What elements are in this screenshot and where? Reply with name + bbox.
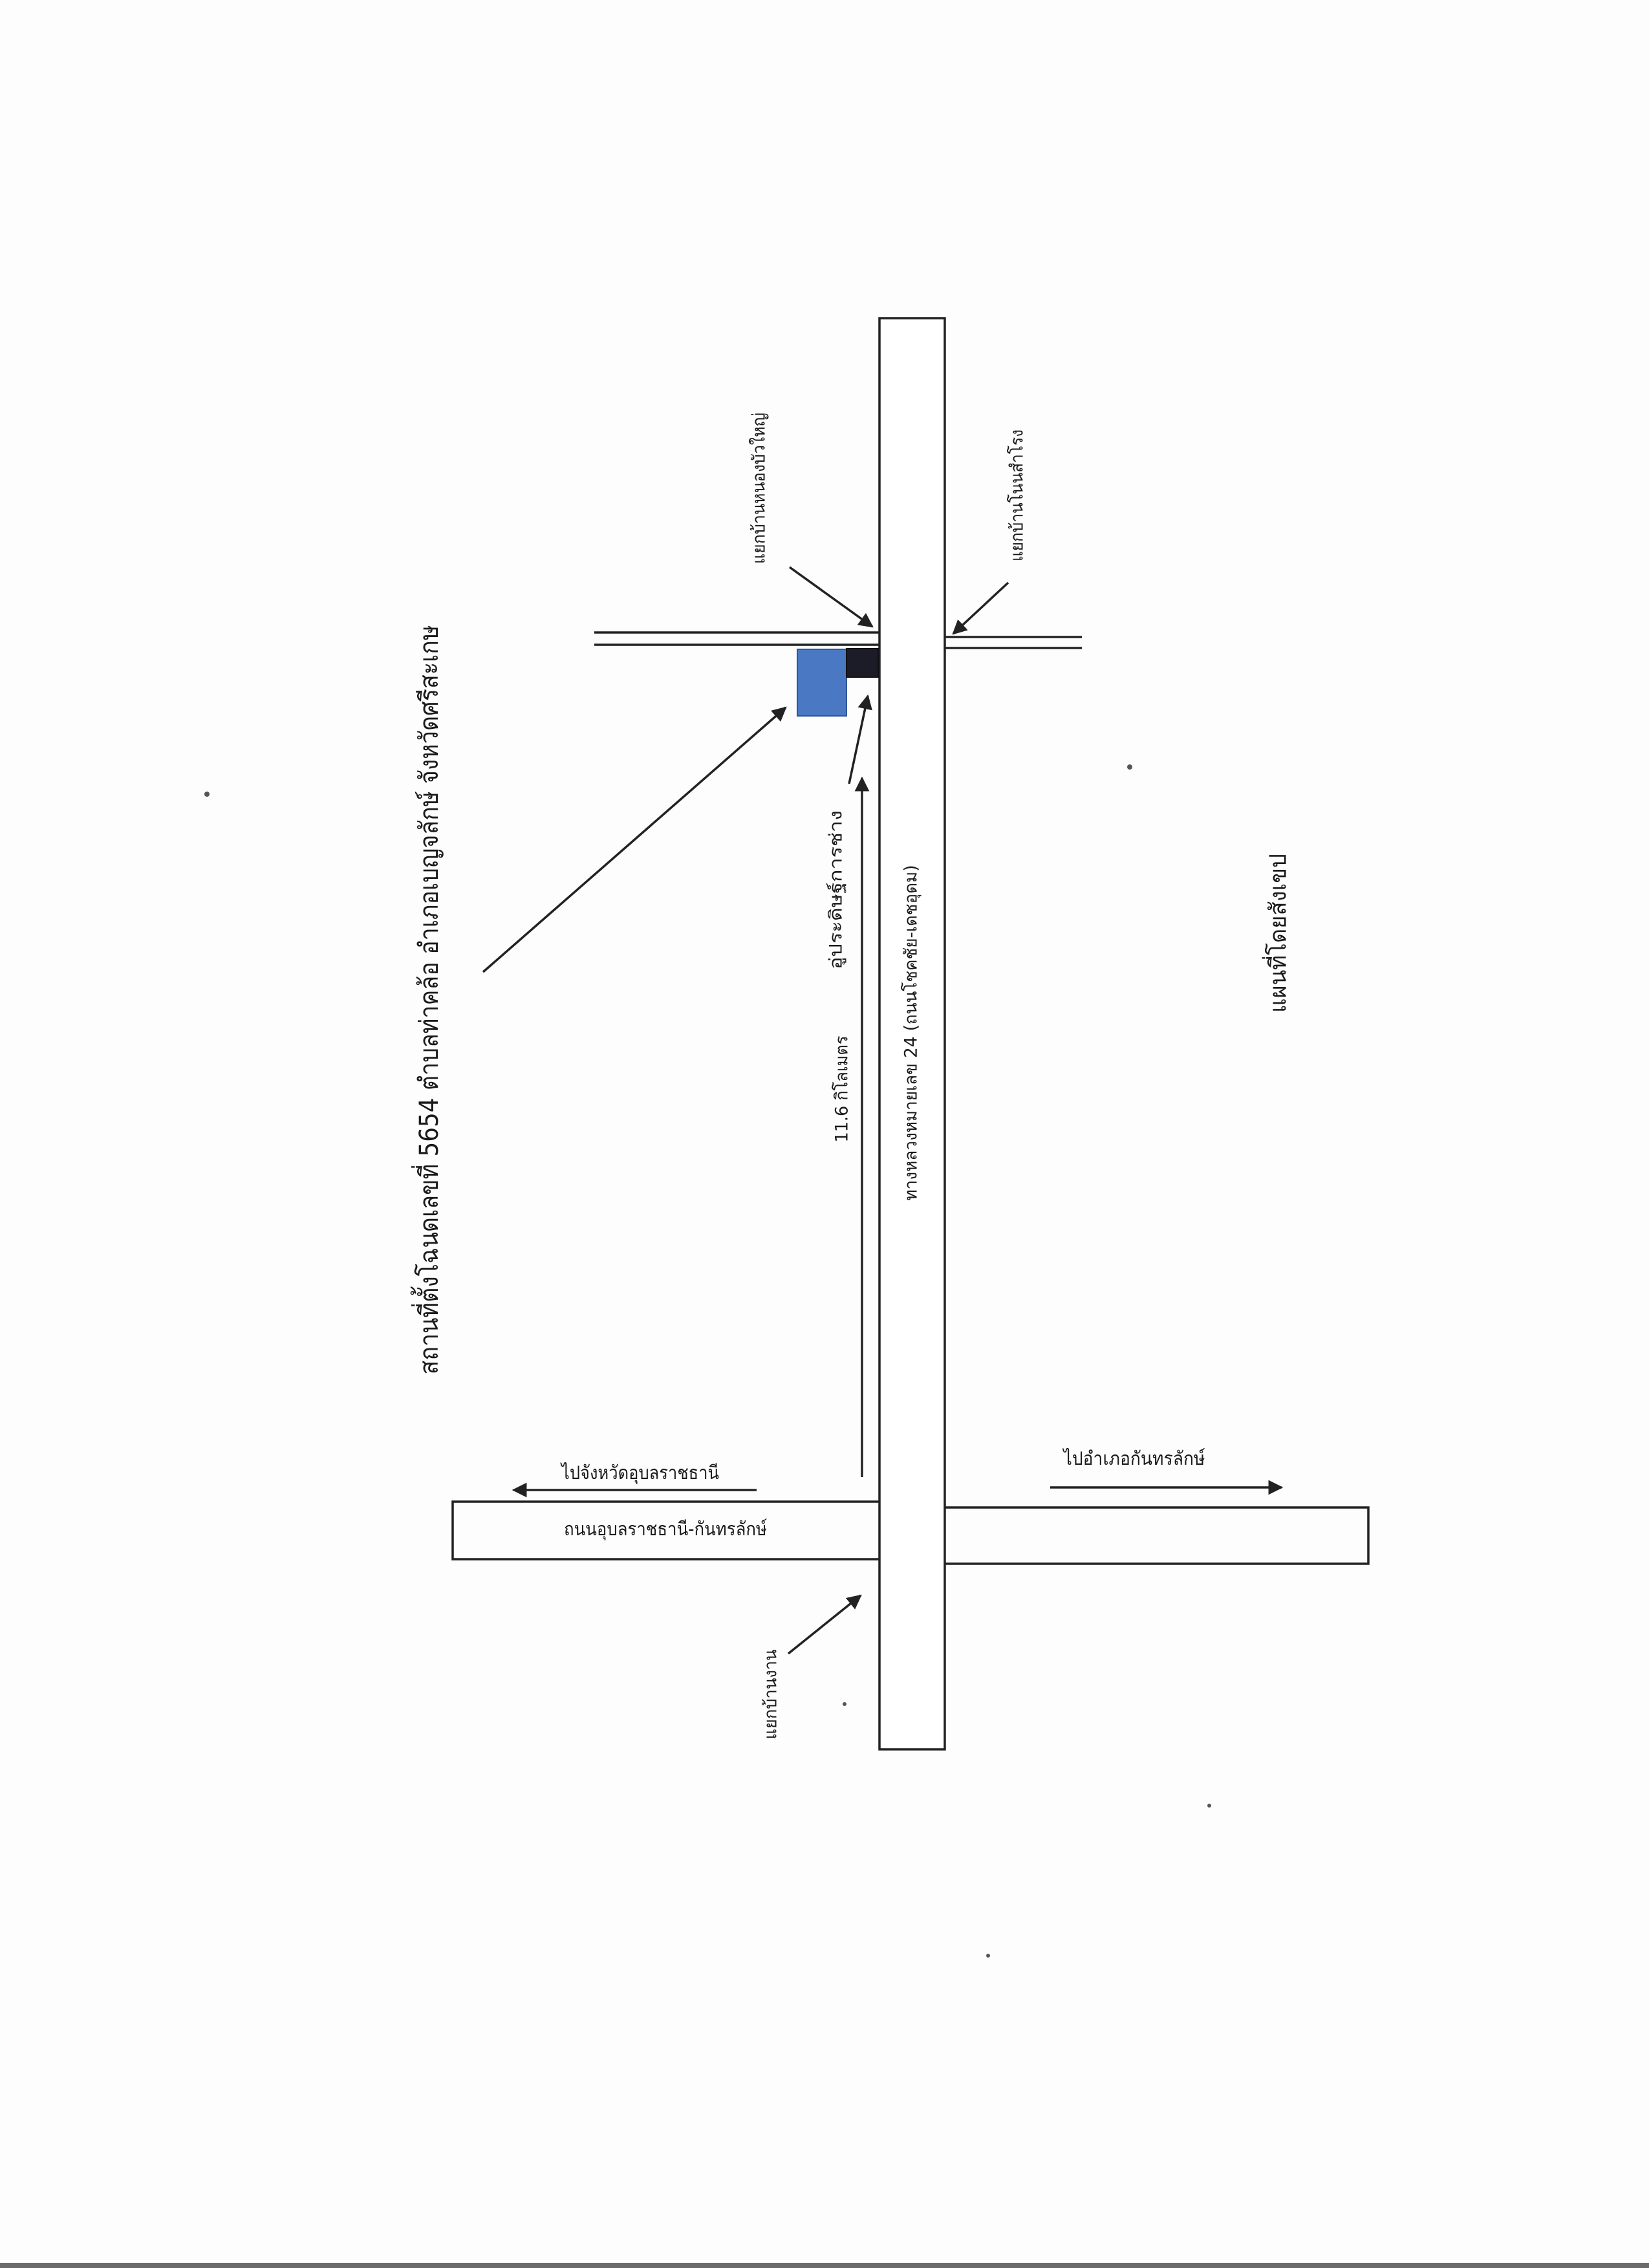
- cross-road-label: ถนนอุบลราชธานี-กันทรลักษ์: [564, 1518, 768, 1540]
- land-plot: [797, 649, 847, 717]
- side-road-top: [594, 631, 1082, 649]
- distance-label: 11.6 กิโลเมตร: [832, 1036, 852, 1143]
- cross-road: [451, 1500, 1370, 1565]
- map-caption: แผนที่โดยสังเขป: [1262, 854, 1292, 1013]
- nong-bua-yai-junction-label: แยกบ้านหนองบัวใหญ่: [749, 413, 770, 564]
- scan-speck: [1207, 1804, 1211, 1808]
- cross-road-right-segment: [945, 1506, 1370, 1565]
- ban-ngan-junction-arrow: [787, 1594, 862, 1655]
- location-title: สถานที่ตั้งโฉนดเลขที่ 5654 ตำบลท่าคล้อ อ…: [410, 625, 444, 1375]
- ban-ngan-junction-label: แยกบ้านงาน: [761, 1650, 781, 1740]
- main-highway: [878, 317, 946, 1751]
- scan-speck: [843, 1702, 846, 1706]
- to-ubon-label: ไปจังหวัดอุบลราชธานี: [560, 1462, 719, 1484]
- garage-marker: [846, 648, 879, 678]
- non-samrong-junction-label: แยกบ้านโนนสำโรง: [1008, 429, 1028, 561]
- nong-bua-yai-junction-arrow: [788, 566, 874, 628]
- title-pointer-arrow: [482, 706, 787, 973]
- garage-label: อู่ประดิษฐ์การช่าง: [826, 810, 846, 969]
- scan-speck: [986, 1954, 990, 1958]
- garage-pointer-arrow: [848, 694, 872, 784]
- main-highway-label: ทางหลวงหมายเลข 24 (ถนนโชคชัย-เดชอุดม): [901, 865, 922, 1201]
- scan-edge: [0, 2263, 1649, 2268]
- to-kantharalak-label: ไปอำเภอกันทรลักษ์: [1062, 1447, 1205, 1469]
- scan-speck: [204, 792, 210, 797]
- non-samrong-junction-arrow: [952, 581, 1009, 635]
- cross-road-left-segment: [451, 1500, 879, 1561]
- scan-speck: [1127, 764, 1132, 770]
